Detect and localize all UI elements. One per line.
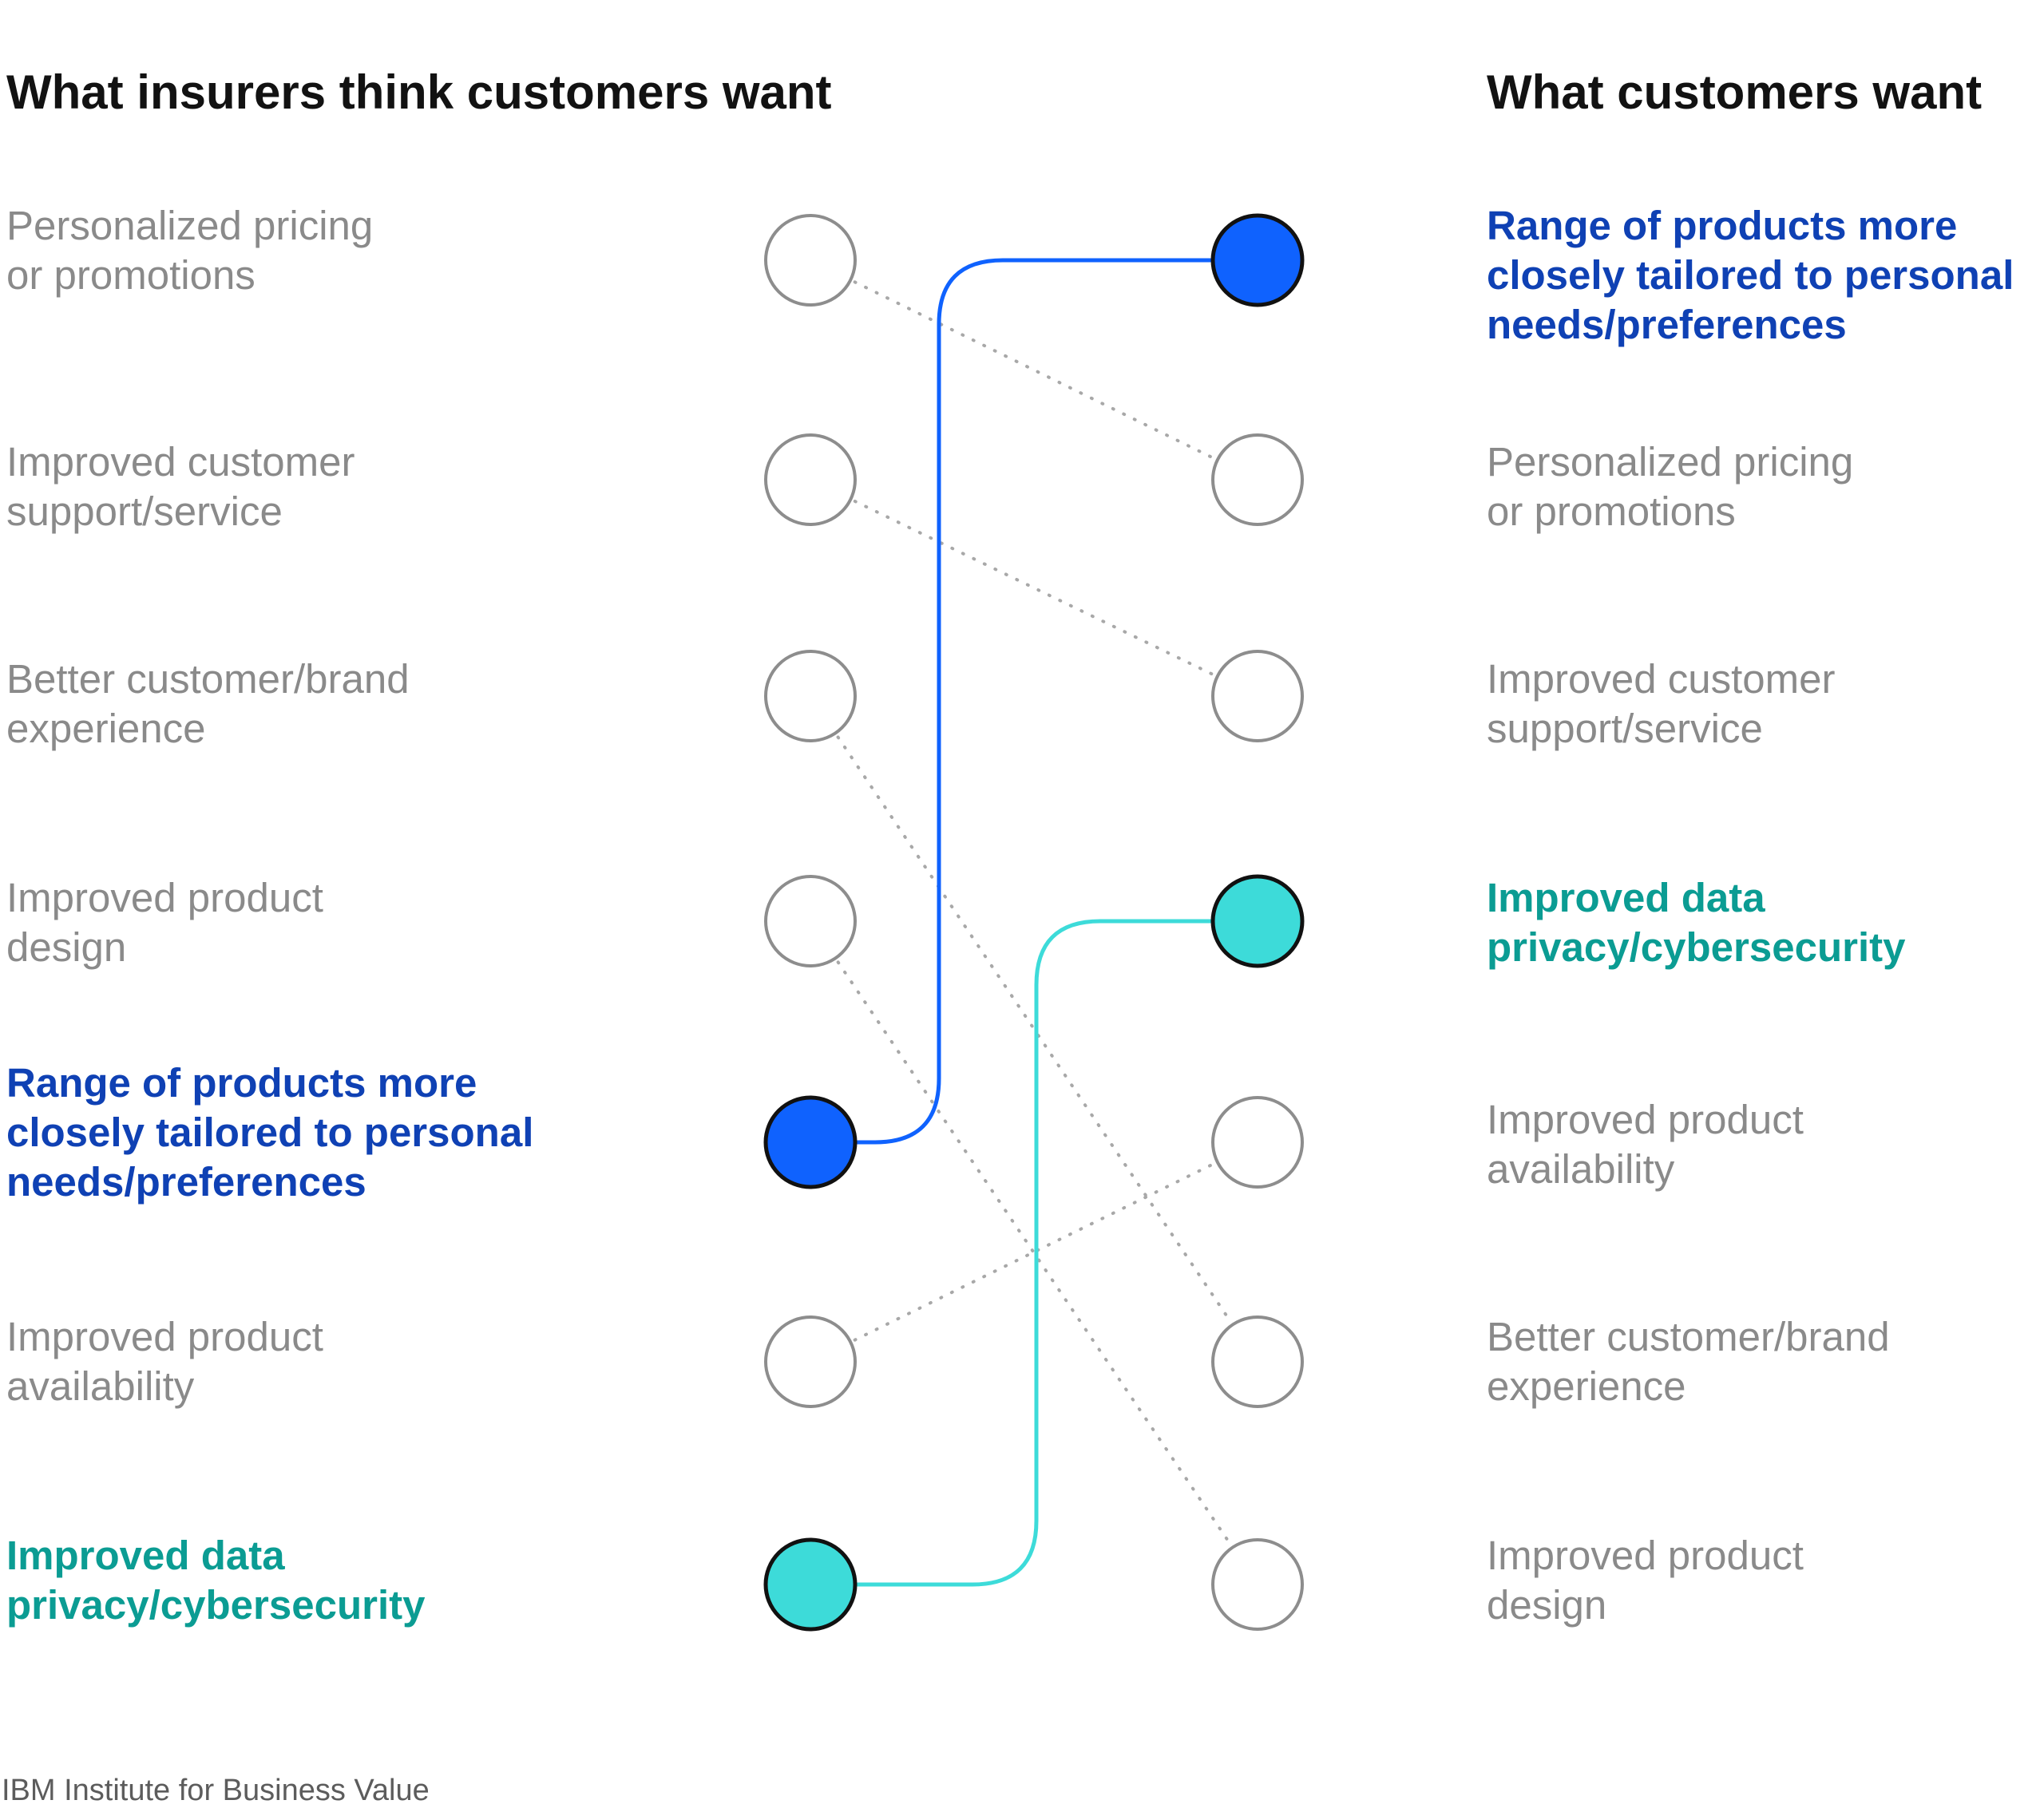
blue-highlight-link bbox=[853, 258, 1215, 1145]
customer-rank-5-label: Improved product availability bbox=[1487, 1097, 1804, 1192]
dotted-link-1-to-2 bbox=[853, 280, 1215, 460]
customer-rank-4-node bbox=[1210, 874, 1305, 968]
customer-rank-2-label: Personalized pricing or promotions bbox=[1487, 439, 1854, 534]
dotted-link-4-to-7 bbox=[836, 960, 1232, 1545]
customer-rank-1-node bbox=[1210, 213, 1305, 307]
dotted-link-2-to-3 bbox=[853, 500, 1215, 676]
insurer-rank-7-label: Improved data privacy/cybersecurity bbox=[6, 1533, 426, 1628]
title-insurers-view: What insurers think customers want bbox=[6, 65, 832, 119]
insurer-rank-6-label: Improved product availability bbox=[6, 1314, 323, 1409]
insurer-rank-3-node bbox=[764, 650, 857, 742]
customer-rank-7-node bbox=[1211, 1538, 1304, 1631]
dotted-link-6-to-5 bbox=[853, 1162, 1215, 1342]
insurer-rank-5-label: Range of products more closely tailored … bbox=[6, 1060, 534, 1205]
customer-rank-6-node bbox=[1211, 1315, 1304, 1408]
insurer-rank-5-node bbox=[763, 1095, 858, 1189]
customer-rank-1-label: Range of products more closely tailored … bbox=[1487, 203, 2014, 347]
insurer-rank-7-node bbox=[763, 1537, 858, 1632]
customer-rank-2-node bbox=[1211, 433, 1304, 526]
customer-rank-3-node bbox=[1211, 650, 1304, 742]
insurer-rank-2-label: Improved customer support/service bbox=[6, 439, 355, 534]
customer-rank-4-label: Improved data privacy/cybersecurity bbox=[1487, 875, 1906, 970]
insurer-rank-1-node bbox=[764, 214, 857, 307]
insurer-rank-2-node bbox=[764, 433, 857, 526]
insurer-rank-1-label: Personalized pricing or promotions bbox=[6, 203, 374, 298]
title-customers-view: What customers want bbox=[1487, 65, 1983, 119]
dotted-link-3-to-6 bbox=[836, 735, 1232, 1323]
insurer-rank-3-label: Better customer/brand experience bbox=[6, 656, 410, 751]
customer-rank-7-label: Improved product design bbox=[1487, 1533, 1804, 1628]
customer-rank-5-node bbox=[1211, 1096, 1304, 1189]
teal-highlight-link bbox=[853, 919, 1215, 1587]
insurer-rank-6-node bbox=[764, 1315, 857, 1408]
customer-rank-6-label: Better customer/brand experience bbox=[1487, 1314, 1890, 1409]
insurer-rank-4-label: Improved product design bbox=[6, 875, 323, 970]
source-credit: IBM Institute for Business Value bbox=[2, 1774, 430, 1807]
customer-rank-3-label: Improved customer support/service bbox=[1487, 656, 1836, 751]
insurer-rank-4-node bbox=[764, 875, 857, 967]
